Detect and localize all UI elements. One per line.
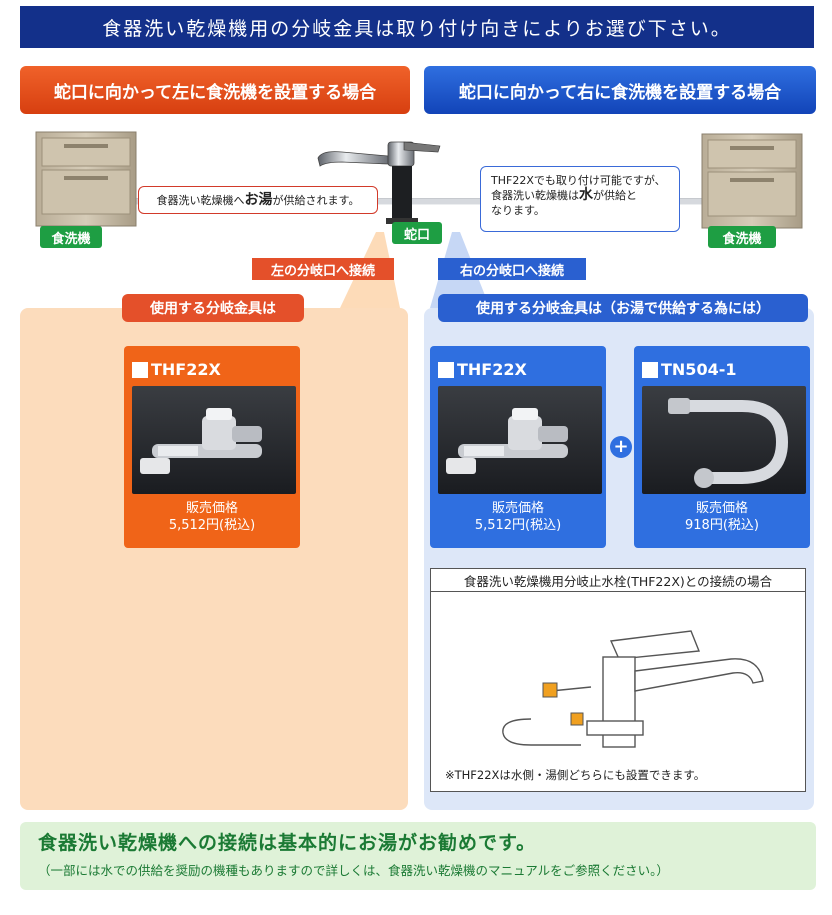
price-value: 5,512円(税込) bbox=[474, 518, 562, 533]
right-install-heading: 蛇口に向かって右に食洗機を設置する場合 bbox=[424, 66, 816, 114]
connection-diagram-title: 食器洗い乾燥機用分岐止水栓(THF22X)との接続の場合 bbox=[431, 569, 805, 592]
plus-icon: + bbox=[610, 436, 632, 458]
price-value: 5,512円(税込) bbox=[168, 518, 256, 533]
left-panel-heading: 使用する分岐金具は bbox=[122, 294, 304, 322]
product-name: TN504-1 bbox=[661, 360, 737, 379]
footer-recommendation: 食器洗い乾燥機への接続は基本的にお湯がお勧めです。 （一部には水での供給を奨励の… bbox=[20, 822, 816, 890]
product-price-block: 販売価格 5,512円(税込) bbox=[124, 500, 300, 534]
left-install-heading: 蛇口に向かって左に食洗機を設置する場合 bbox=[20, 66, 410, 114]
cold-water-text: 水 bbox=[579, 187, 593, 203]
left-dishwasher-label: 食洗機 bbox=[40, 226, 102, 248]
price-value: 918円(税込) bbox=[685, 518, 759, 533]
left-dishwasher-illustration bbox=[35, 131, 137, 227]
product-price-block: 販売価格 5,512円(税込) bbox=[430, 500, 606, 534]
faucet-label: 蛇口 bbox=[392, 222, 442, 244]
product-price-block: 販売価格 918円(税込) bbox=[634, 500, 810, 534]
right-callout-line2-pre: 食器洗い乾燥機は bbox=[491, 189, 579, 202]
product-name-row: TN504-1 bbox=[642, 360, 736, 379]
price-label: 販売価格 bbox=[185, 501, 238, 516]
right-panel-heading: 使用する分岐金具は（お湯で供給する為には） bbox=[438, 294, 808, 322]
product-card-thf22x-left: THF22X 販売価格 5,512円(税込) bbox=[124, 346, 300, 548]
hot-water-text: お湯 bbox=[244, 191, 273, 208]
right-callout-line2-post: が供給と bbox=[593, 189, 637, 202]
left-supply-callout: 食器洗い乾燥機へお湯が供給されます。 bbox=[138, 186, 378, 214]
price-label: 販売価格 bbox=[491, 501, 544, 516]
product-name-row: THF22X bbox=[438, 360, 527, 379]
square-bullet-icon bbox=[642, 361, 658, 378]
right-supply-callout: THF22Xでも取り付け可能ですが、 食器洗い乾燥機は水が供給と なります。 bbox=[480, 166, 680, 232]
right-callout-line3: なります。 bbox=[491, 204, 545, 217]
price-label: 販売価格 bbox=[695, 501, 748, 516]
thf22x-product-photo bbox=[438, 386, 602, 494]
product-name: THF22X bbox=[457, 360, 527, 379]
left-callout-pre: 食器洗い乾燥機へ bbox=[156, 193, 245, 207]
product-card-tn504-1: TN504-1 販売価格 918円(税込) bbox=[634, 346, 810, 548]
right-dishwasher-label: 食洗機 bbox=[708, 226, 776, 248]
tn504-1-product-photo bbox=[642, 386, 806, 494]
footer-main-text: 食器洗い乾燥機への接続は基本的にお湯がお勧めです。 bbox=[38, 832, 537, 854]
square-bullet-icon bbox=[132, 361, 148, 378]
product-name: THF22X bbox=[151, 360, 221, 379]
right-dishwasher-illustration bbox=[701, 133, 803, 229]
right-connect-tag: 右の分岐口へ接続 bbox=[438, 258, 586, 280]
footer-sub-text: （一部には水での供給を奨励の機種もありますので詳しくは、食器洗い乾燥機のマニュア… bbox=[38, 863, 669, 878]
thf22x-product-photo bbox=[132, 386, 296, 494]
right-callout-line1: THF22Xでも取り付け可能ですが、 bbox=[491, 174, 666, 187]
left-callout-post: が供給されます。 bbox=[272, 193, 360, 207]
square-bullet-icon bbox=[438, 361, 454, 378]
page-title: 食器洗い乾燥機用の分岐金具は取り付け向きによりお選び下さい。 bbox=[20, 6, 814, 48]
product-name-row: THF22X bbox=[132, 360, 221, 379]
product-card-thf22x-right: THF22X 販売価格 5,512円(税込) bbox=[430, 346, 606, 548]
faucet-illustration bbox=[317, 141, 441, 224]
water-pipe bbox=[100, 198, 740, 205]
connection-note: ※THF22Xは水側・湯側どちらにも設置できます。 bbox=[445, 768, 706, 782]
left-connect-tag: 左の分岐口へ接続 bbox=[252, 258, 394, 280]
faucet-connection-drawing bbox=[502, 630, 764, 748]
connection-diagram-box: 食器洗い乾燥機用分岐止水栓(THF22X)との接続の場合 ※THF22Xは水側・… bbox=[430, 568, 806, 792]
